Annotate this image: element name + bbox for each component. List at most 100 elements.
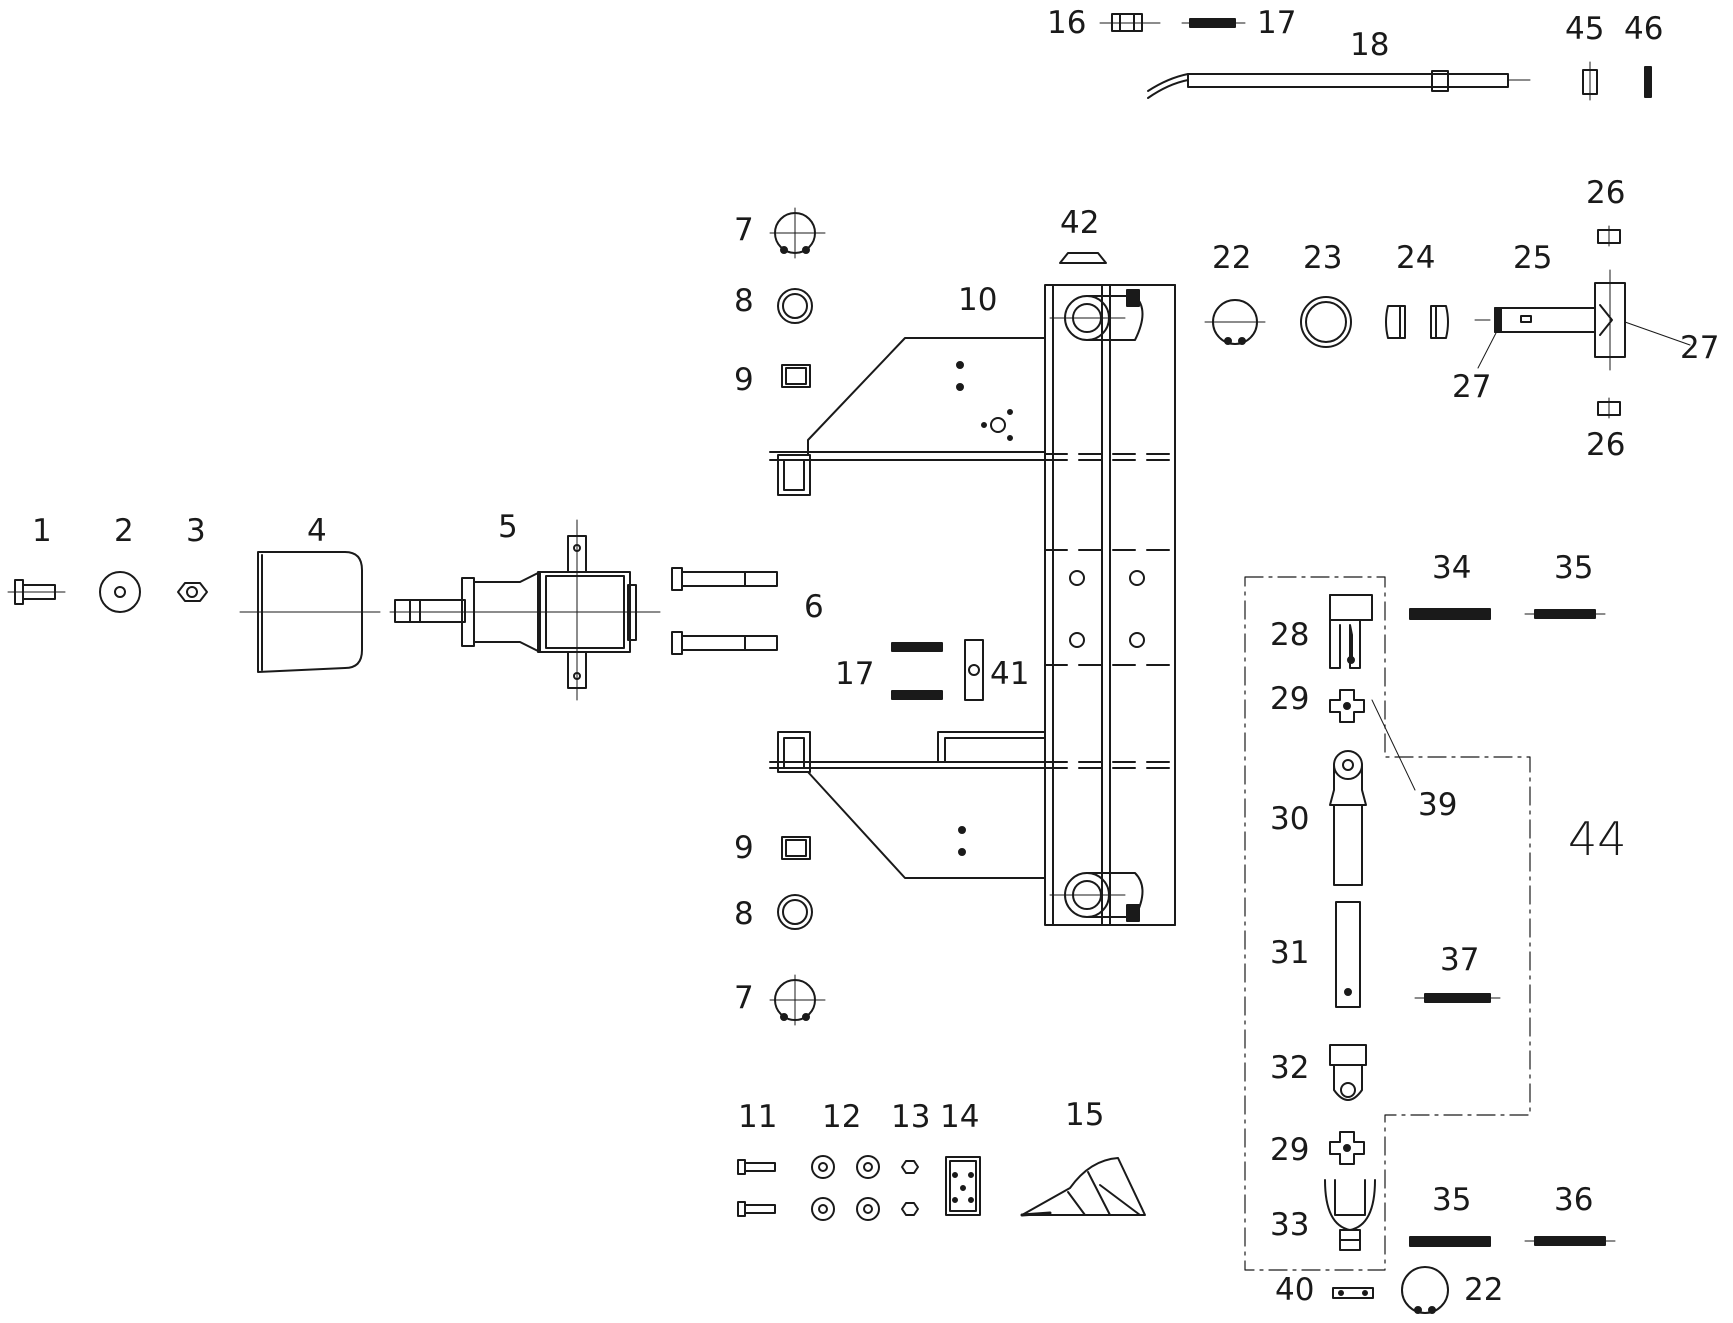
label-part-8-lower: 8 <box>734 896 754 932</box>
part-33-yoke-lower <box>1325 1180 1375 1250</box>
part-15-wedge <box>1022 1158 1145 1215</box>
label-part-31: 31 <box>1270 935 1310 971</box>
label-part-28: 28 <box>1270 617 1310 653</box>
label-part-18: 18 <box>1350 27 1390 63</box>
label-part-34: 34 <box>1432 550 1472 586</box>
part-30-tube-outer <box>1330 751 1366 885</box>
part-13-nuts <box>902 1161 918 1215</box>
part-11-bolts <box>738 1160 775 1216</box>
label-part-27-right: 27 <box>1680 330 1720 366</box>
label-part-9-upper: 9 <box>734 362 754 398</box>
part-26-cap-upper <box>1598 226 1620 246</box>
part-41-plate <box>965 640 983 700</box>
part-26-cap-lower <box>1598 398 1620 418</box>
part-17-pins-middle <box>892 643 942 699</box>
label-part-7-upper: 7 <box>734 212 754 248</box>
part-29-cross-lower <box>1330 1132 1364 1164</box>
label-part-17-top: 17 <box>1257 5 1297 41</box>
part-16-sleeve <box>1100 14 1160 31</box>
label-part-17-middle: 17 <box>835 656 875 692</box>
part-5-gearbox <box>390 520 660 700</box>
part-24-bushings <box>1386 306 1448 338</box>
part-9-bush-upper <box>782 365 810 387</box>
part-27-leaders <box>1478 322 1690 368</box>
label-part-12: 12 <box>822 1099 862 1135</box>
part-4-guard <box>240 552 380 672</box>
part-44-boundary <box>1245 577 1530 1270</box>
label-part-4: 4 <box>307 513 327 549</box>
label-part-44: 44 <box>1568 812 1627 866</box>
label-part-2: 2 <box>114 513 134 549</box>
label-part-26-lower: 26 <box>1586 427 1626 463</box>
label-part-29-lower: 29 <box>1270 1132 1310 1168</box>
label-part-14: 14 <box>940 1099 980 1135</box>
label-part-35-upper: 35 <box>1554 550 1594 586</box>
label-part-25: 25 <box>1513 240 1553 276</box>
part-45-bushing <box>1583 62 1597 100</box>
label-part-27-left: 27 <box>1452 369 1492 405</box>
label-part-24: 24 <box>1396 240 1436 276</box>
label-part-10: 10 <box>958 282 998 318</box>
label-part-29-upper: 29 <box>1270 681 1310 717</box>
part-31-tube-inner <box>1336 902 1360 1007</box>
part-40-link <box>1333 1288 1373 1298</box>
label-part-22-upper: 22 <box>1212 240 1252 276</box>
label-part-6: 6 <box>804 589 824 625</box>
label-part-9-lower: 9 <box>734 830 754 866</box>
label-part-26-upper: 26 <box>1586 175 1626 211</box>
label-part-23: 23 <box>1303 240 1343 276</box>
part-14-plate <box>946 1157 980 1215</box>
label-part-11: 11 <box>738 1099 778 1135</box>
part-22-circlip-upper <box>1205 300 1265 344</box>
part-8-ring-upper <box>778 289 812 323</box>
label-part-35-lower: 35 <box>1432 1182 1472 1218</box>
label-part-30: 30 <box>1270 801 1310 837</box>
part-7-circlip-upper <box>770 208 825 258</box>
part-12-washers <box>812 1156 879 1220</box>
part-35-pin-upper <box>1525 610 1605 618</box>
part-17-pin-top <box>1182 19 1245 27</box>
part-3-nut <box>178 583 207 601</box>
label-part-42: 42 <box>1060 205 1100 241</box>
label-part-36: 36 <box>1554 1182 1594 1218</box>
part-29-cross-upper <box>1330 690 1364 722</box>
label-part-16: 16 <box>1047 5 1087 41</box>
part-35-pin-lower <box>1410 1237 1490 1246</box>
label-part-40: 40 <box>1275 1272 1315 1308</box>
part-28-yoke <box>1330 595 1372 668</box>
label-part-33: 33 <box>1270 1207 1310 1243</box>
label-part-8-upper: 8 <box>734 283 754 319</box>
label-part-45: 45 <box>1565 11 1605 47</box>
part-1-bolt <box>8 580 65 604</box>
part-46-pin <box>1645 67 1651 97</box>
part-8-ring-lower <box>778 895 812 929</box>
label-part-3: 3 <box>186 513 206 549</box>
label-part-39: 39 <box>1418 787 1458 823</box>
label-part-37: 37 <box>1440 942 1480 978</box>
part-34-pin <box>1410 609 1490 619</box>
label-part-1: 1 <box>32 513 52 549</box>
part-23-ring <box>1301 297 1351 347</box>
part-18-rod <box>1148 71 1530 98</box>
part-39-leader <box>1372 700 1415 790</box>
part-7-circlip-lower <box>770 975 825 1025</box>
part-42-cap <box>1060 253 1106 263</box>
part-10-frame <box>770 285 1175 925</box>
label-part-41: 41 <box>990 656 1030 692</box>
part-37-pin <box>1415 994 1500 1002</box>
label-part-22-lower: 22 <box>1464 1272 1504 1308</box>
label-part-46: 46 <box>1624 11 1664 47</box>
label-part-32: 32 <box>1270 1050 1310 1086</box>
part-22-circlip-lower <box>1402 1267 1448 1313</box>
label-part-7-lower: 7 <box>734 980 754 1016</box>
part-32-yoke-end <box>1330 1045 1366 1100</box>
part-36-pin <box>1525 1237 1615 1245</box>
part-25-pivot-shaft <box>1475 270 1625 370</box>
label-part-15: 15 <box>1065 1097 1105 1133</box>
part-2-washer <box>100 572 140 612</box>
part-6-bolts <box>672 568 777 654</box>
part-9-bush-lower <box>782 837 810 859</box>
label-part-5: 5 <box>498 509 518 545</box>
label-part-13: 13 <box>891 1099 931 1135</box>
